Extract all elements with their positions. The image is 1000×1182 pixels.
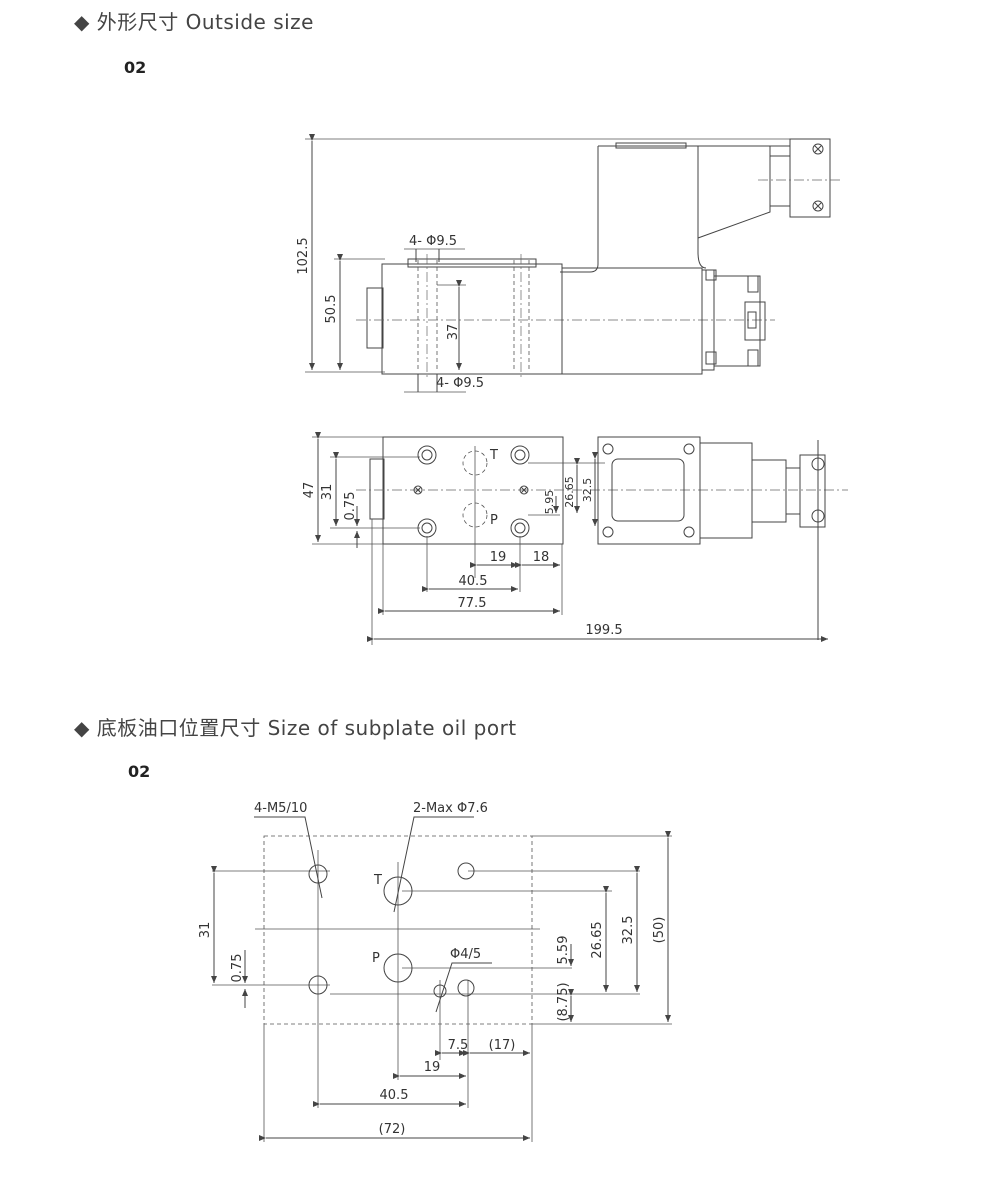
sub-dim-32-5: 32.5	[621, 916, 636, 945]
dim-hole-bottom: 4- Φ9.5	[436, 376, 484, 391]
dim-26-65: 26.65	[563, 476, 576, 508]
sub-port-t: T	[373, 873, 382, 888]
sub-dim-5-59: 5.59	[556, 936, 571, 965]
model-code-outside: 02	[124, 58, 147, 77]
plan-view: 47 31 0.75 T P 5.95 26.65 32.5	[302, 432, 848, 645]
sub-dim-8-75: (8.75)	[556, 982, 571, 1021]
dim-102-5: 102.5	[296, 237, 311, 274]
dim-m5: 4-M5/10	[254, 801, 307, 816]
dim-77-5: 77.5	[458, 596, 487, 611]
dim-max: 2-Max Φ7.6	[413, 801, 488, 816]
section-title-subplate: ◆ 底板油口位置尺寸 Size of subplate oil port	[74, 716, 517, 740]
dim-199-5: 199.5	[585, 623, 622, 638]
dim-37: 37	[446, 324, 461, 341]
dim-31: 31	[320, 484, 335, 501]
dim-32-5: 32.5	[581, 478, 594, 503]
subplate-view: T P 4-M5/10 2-Max Φ7.6 Φ4/5 31 0.75 5.59…	[198, 801, 672, 1142]
sub-dim-17: (17)	[489, 1038, 516, 1053]
sub-dim-7-5: 7.5	[448, 1038, 469, 1053]
sub-port-p: P	[372, 951, 380, 966]
dim-5-95: 5.95	[543, 490, 556, 515]
sub-dim-19: 19	[424, 1060, 441, 1075]
sub-dim-72: (72)	[379, 1122, 406, 1137]
sub-dim-0-75: 0.75	[230, 954, 245, 983]
sub-dim-26-65: 26.65	[590, 921, 605, 958]
port-p-label: P	[490, 513, 498, 528]
dim-47: 47	[302, 482, 317, 499]
sub-dim-31: 31	[198, 922, 213, 939]
dim-40-5: 40.5	[459, 574, 488, 589]
dim-0-75: 0.75	[343, 492, 358, 521]
dim-hole-top: 4- Φ9.5	[409, 234, 457, 249]
port-t-label: T	[489, 448, 498, 463]
dim-50-5: 50.5	[324, 295, 339, 324]
sub-dim-50: (50)	[652, 917, 667, 944]
side-view: 102.5 50.5 4- Φ9.5 37 4- Φ9.5	[296, 134, 842, 393]
dim-phi4: Φ4/5	[450, 947, 481, 962]
section-title-outside-size: ◆ 外形尺寸 Outside size	[74, 10, 314, 34]
sub-dim-40-5: 40.5	[380, 1088, 409, 1103]
dim-19: 19	[490, 550, 507, 565]
dim-18: 18	[533, 550, 550, 565]
model-code-subplate: 02	[128, 762, 151, 781]
